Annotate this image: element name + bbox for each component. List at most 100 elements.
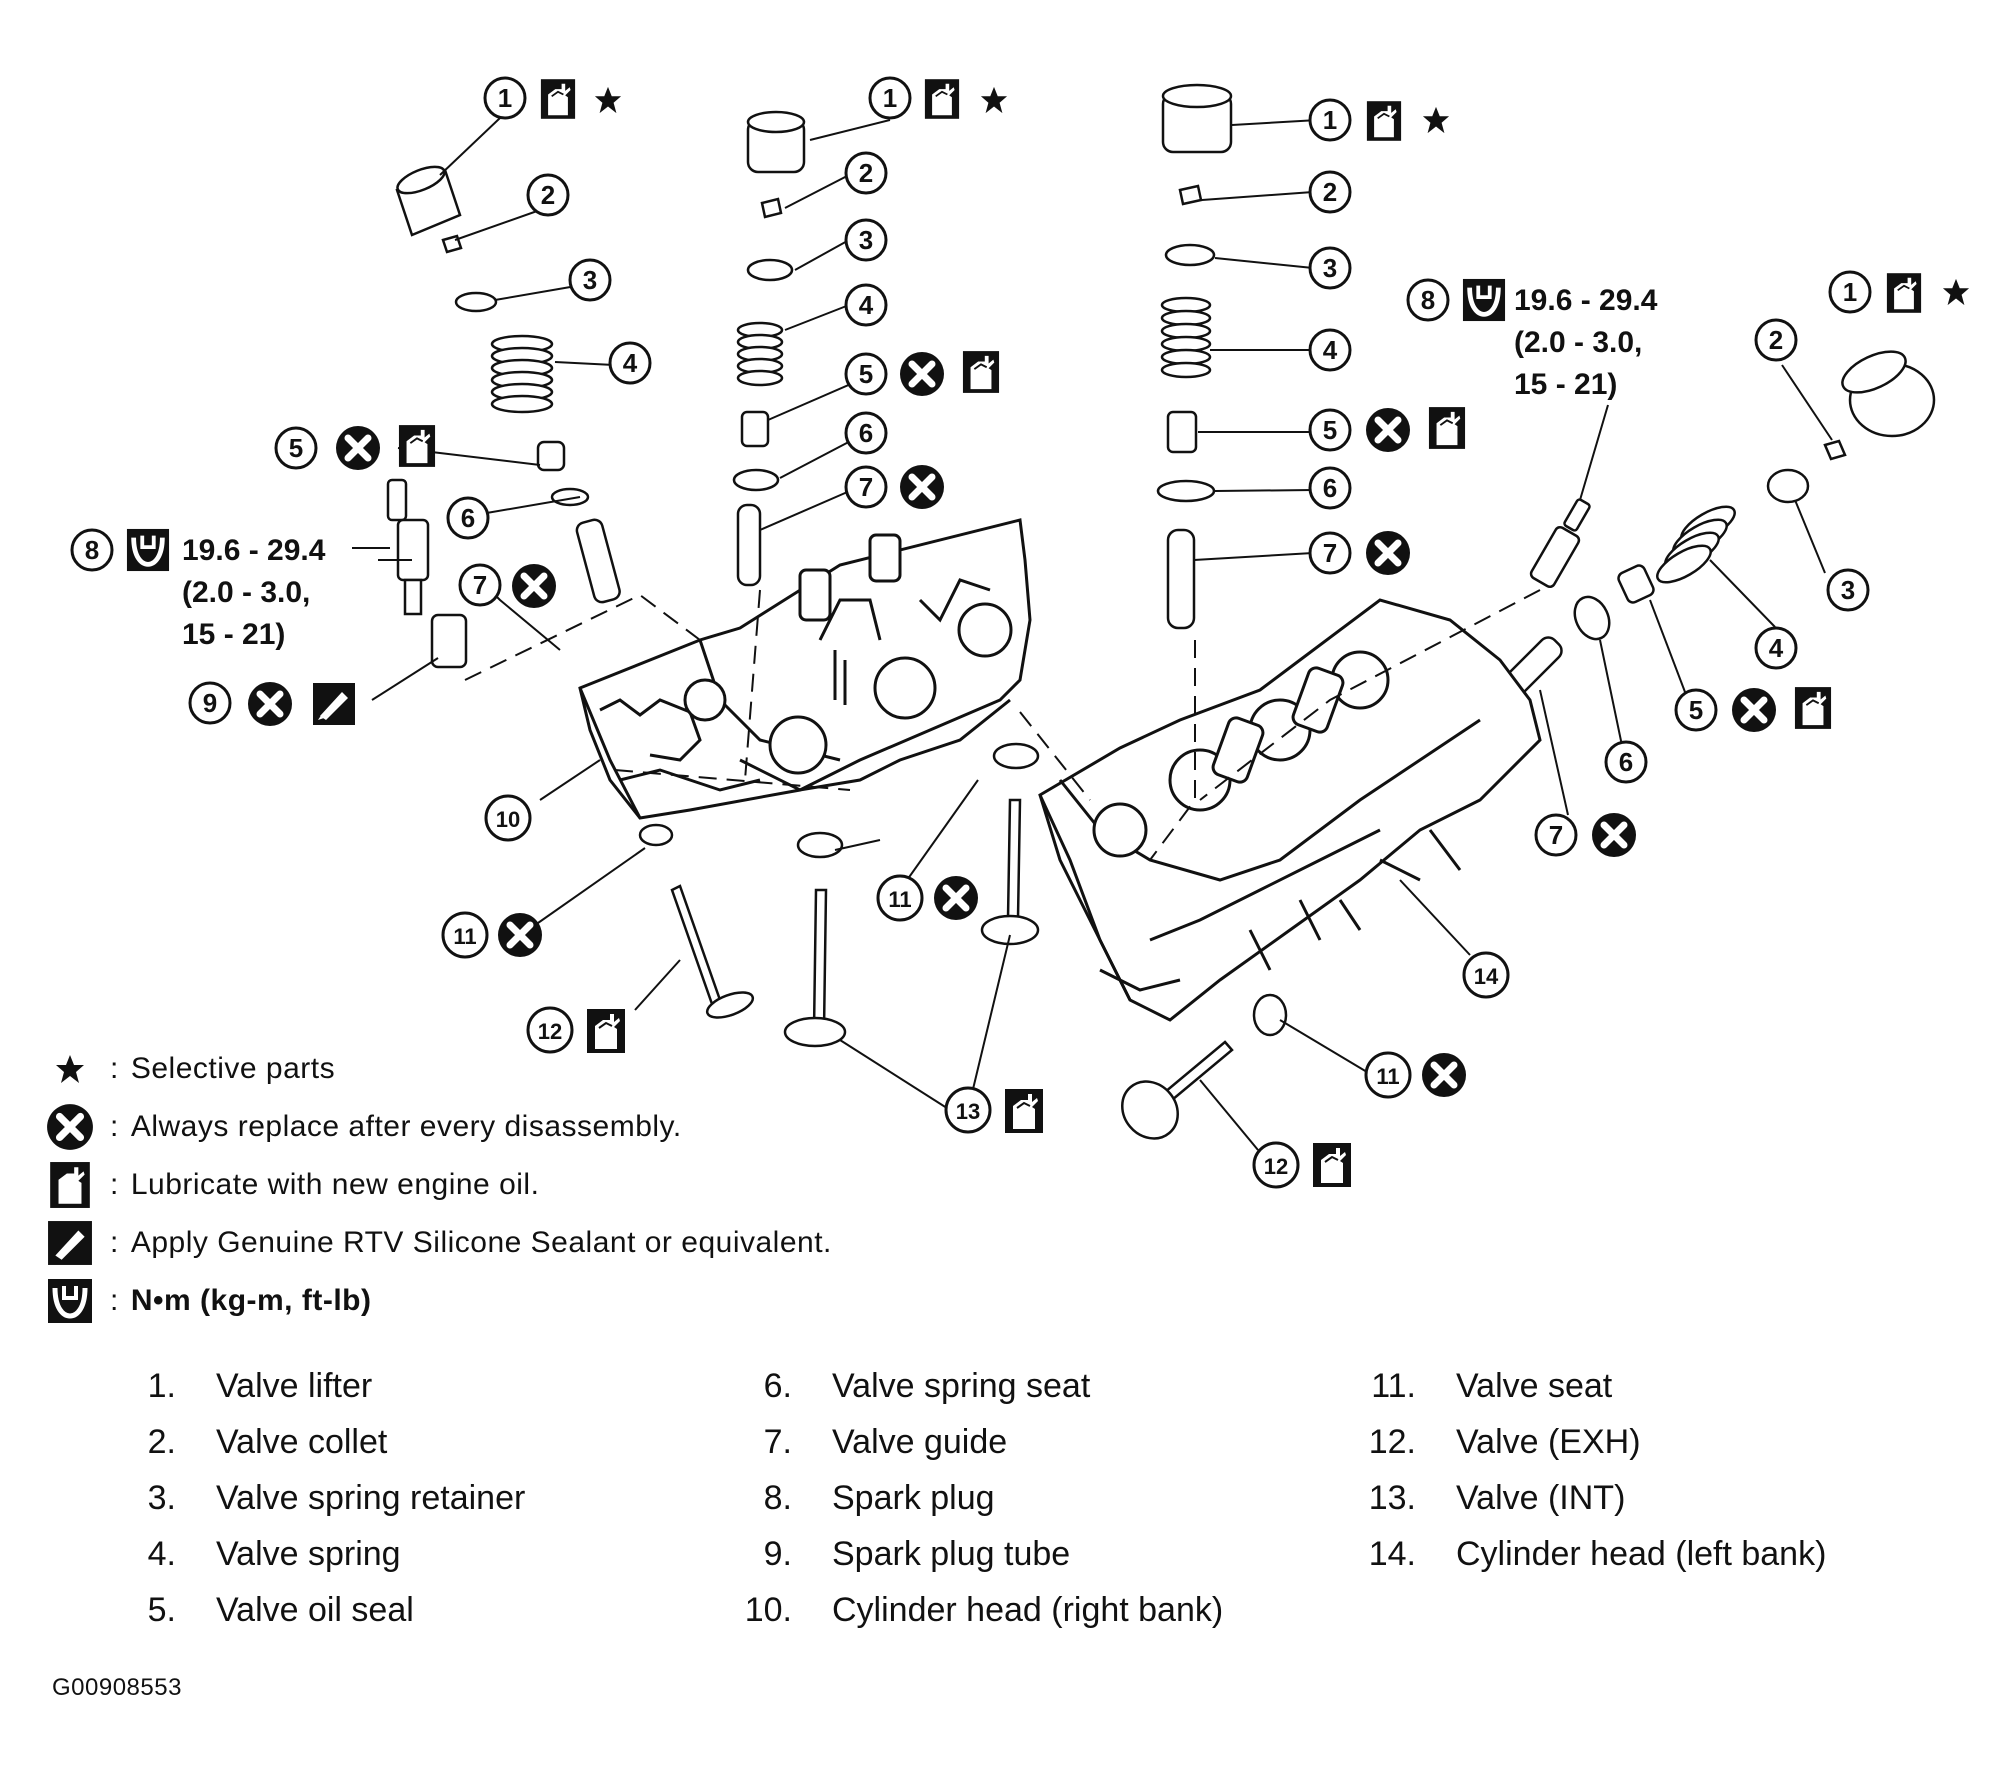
svg-text:5: 5 xyxy=(1689,695,1703,725)
list-item: 4.Valve spring xyxy=(147,1534,401,1573)
alignment-dashed-lines xyxy=(464,589,1541,861)
svg-text:1: 1 xyxy=(883,83,897,113)
svg-text:2: 2 xyxy=(859,158,873,188)
symbol-legend: : Selective parts : Always replace after… xyxy=(36,1040,1036,1330)
valve-spring-seat xyxy=(1156,479,1216,503)
svg-text:8: 8 xyxy=(1421,285,1435,315)
callout-1: 1 xyxy=(868,76,912,120)
svg-text:1: 1 xyxy=(1843,277,1857,307)
svg-text:4: 4 xyxy=(859,290,874,320)
svg-text:5: 5 xyxy=(289,433,303,463)
callout-5: 5 xyxy=(1308,408,1352,452)
valve-collet xyxy=(760,197,783,219)
figure-id: G00908553 xyxy=(52,1674,182,1701)
callout-5: 5 xyxy=(274,426,318,470)
list-item: 7.Valve guide xyxy=(763,1422,1008,1461)
oil-can-icon xyxy=(36,1159,104,1211)
left-bank-valve-stack-b xyxy=(1501,350,1936,698)
list-item: 10.Cylinder head (right bank) xyxy=(744,1590,1224,1629)
callout-1: 1 xyxy=(1828,270,1872,314)
callout-5: 5 xyxy=(1674,688,1718,732)
svg-text:2: 2 xyxy=(1769,325,1783,355)
svg-text:2: 2 xyxy=(1323,177,1337,207)
list-item: 11.Valve seat xyxy=(1371,1366,1613,1405)
svg-text:6: 6 xyxy=(1619,747,1633,777)
callout-4: 4 xyxy=(844,283,888,327)
callout-8: 8 xyxy=(1406,278,1450,322)
valve-guide xyxy=(575,518,621,604)
legend-row-replace: : Always replace after every disassembly… xyxy=(36,1098,1036,1156)
torque-spec-right: 19.6 - 29.4 (2.0 - 3.0, 15 - 21) xyxy=(1514,284,1658,401)
callout-4: 4 xyxy=(608,341,652,385)
callout-2: 2 xyxy=(1308,170,1352,214)
callout-7: 7 xyxy=(844,465,888,509)
valve-spring-retainer xyxy=(1164,243,1216,267)
callout-4: 4 xyxy=(1308,328,1352,372)
svg-text:19.6 - 29.4: 19.6 - 29.4 xyxy=(182,534,326,567)
valve-spring-retainer xyxy=(454,291,498,313)
callouts: 1 2 3 4 5 6 7 8 9 10 11 12 1 2 3 4 5 6 7… xyxy=(70,76,1970,1189)
right-bank-valve-stack-a xyxy=(386,165,621,669)
svg-text:3: 3 xyxy=(1841,575,1855,605)
legend-row-sealant: : Apply Genuine RTV Silicone Sealant or … xyxy=(36,1214,1036,1272)
callout-2: 2 xyxy=(526,173,570,217)
callout-5: 5 xyxy=(844,352,888,396)
list-item: 5.Valve oil seal xyxy=(147,1590,414,1629)
svg-text:4: 4 xyxy=(1769,633,1784,663)
valve-spring xyxy=(736,321,784,387)
svg-text:3: 3 xyxy=(583,265,597,295)
valve-oil-seal xyxy=(1166,410,1198,454)
valve-oil-seal xyxy=(740,410,770,448)
svg-text:6: 6 xyxy=(1323,473,1337,503)
svg-text:(2.0 - 3.0,: (2.0 - 3.0, xyxy=(182,576,310,609)
parts-column-2: 6.Valve spring seat 7.Valve guide 8.Spar… xyxy=(716,1358,1223,1638)
callout-8: 8 xyxy=(70,528,114,572)
callout-7: 7 xyxy=(1308,531,1352,575)
valve-oil-seal xyxy=(1617,564,1655,604)
parts-column-3: 11.Valve seat 12.Valve (EXH) 13.Valve (I… xyxy=(1340,1358,1827,1582)
callout-6: 6 xyxy=(1308,466,1352,510)
valve-guide xyxy=(1166,528,1196,630)
svg-text:8: 8 xyxy=(85,535,99,565)
legend-row-lubricate: : Lubricate with new engine oil. xyxy=(36,1156,1036,1214)
list-item: 6.Valve spring seat xyxy=(763,1366,1091,1405)
cylinder-head-right-bank xyxy=(578,518,1032,820)
legend-row-torque: : N•m (kg-m, ft-lb) xyxy=(36,1272,1036,1330)
replace-x-icon xyxy=(36,1101,104,1153)
legend-text: Selective parts xyxy=(130,1052,336,1085)
valve-seat xyxy=(1252,993,1288,1037)
legend-text: N•m (kg-m, ft-lb) xyxy=(130,1284,372,1317)
valve-spring xyxy=(1160,296,1212,379)
spark-plug-tube xyxy=(430,613,468,669)
callout-11: 11 xyxy=(1364,1051,1412,1099)
valve-seat xyxy=(992,742,1040,770)
callout-10: 10 xyxy=(484,794,532,842)
svg-text:11: 11 xyxy=(888,887,911,912)
svg-text:6: 6 xyxy=(461,503,475,533)
svg-text:5: 5 xyxy=(1323,415,1337,445)
callout-7: 7 xyxy=(458,563,502,607)
list-item: 8.Spark plug xyxy=(763,1478,995,1517)
list-item: 3.Valve spring retainer xyxy=(147,1478,526,1517)
valve-collet xyxy=(1823,439,1847,461)
svg-text:3: 3 xyxy=(1323,253,1337,283)
valve-guide xyxy=(736,503,762,587)
legend-text: Always replace after every disassembly. xyxy=(130,1110,682,1143)
svg-text:9: 9 xyxy=(203,688,217,718)
left-bank-valve-stack-a xyxy=(1156,83,1233,630)
valve-spring-seat xyxy=(732,468,780,492)
svg-text:19.6 - 29.4: 19.6 - 29.4 xyxy=(1514,284,1658,317)
parts-list: 1.Valve lifter 2.Valve collet 3.Valve sp… xyxy=(0,1358,1999,1658)
valve-spring-retainer xyxy=(1766,468,1810,504)
svg-text:7: 7 xyxy=(1549,820,1563,850)
callout-1: 1 xyxy=(1308,98,1352,142)
callout-3: 3 xyxy=(844,218,888,262)
callout-2: 2 xyxy=(1754,318,1798,362)
svg-text:5: 5 xyxy=(859,359,873,389)
svg-text:3: 3 xyxy=(859,225,873,255)
valve-spring-retainer xyxy=(746,258,794,282)
callout-11: 11 xyxy=(876,874,924,922)
svg-text:6: 6 xyxy=(859,418,873,448)
svg-text:15 - 21): 15 - 21) xyxy=(1514,368,1617,401)
svg-text:14: 14 xyxy=(1474,964,1499,989)
